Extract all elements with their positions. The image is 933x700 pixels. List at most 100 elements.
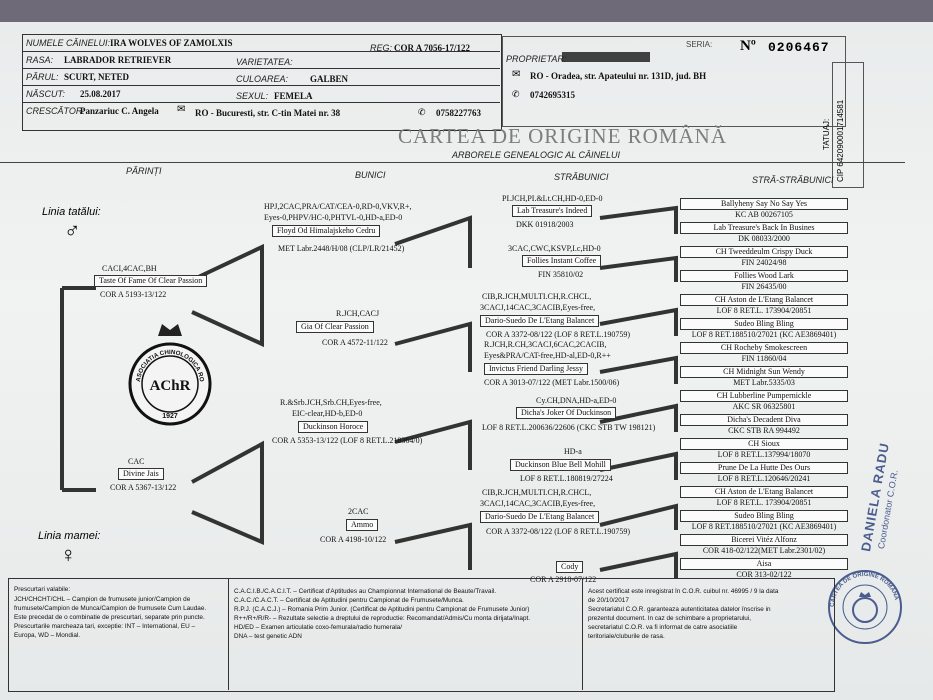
ggg-reg: DK 08033/2000: [738, 234, 790, 243]
ggp-titles: HD-a: [564, 447, 582, 456]
ggg-reg: COR 313-02/122: [736, 570, 792, 579]
column-great-grandparents: STRĂBUNICI: [554, 172, 609, 182]
ggp-titles: CIB,R.JCH,MULTI.CH,R.CHCL,: [482, 292, 592, 301]
ggg-name: CH Aston de L'Etang Balancet: [680, 486, 848, 498]
ggg-name: Aisa: [680, 558, 848, 570]
redacted-owner-name: [562, 52, 650, 62]
breeder-name: Panzariuc C. Angela: [80, 106, 159, 116]
sire-name: Taste Of Fame Of Clear Passion: [94, 275, 208, 287]
grandparent-name: Gia Of Clear Passion: [296, 321, 374, 333]
ggg-name: CH Lubberline Pumpernickle: [680, 390, 848, 402]
ggp-name: Lab Treasure's Indeed: [512, 205, 593, 217]
document-title: CARTEA DE ORIGINE ROMÂNĂ: [398, 124, 727, 148]
phone-icon: ✆: [512, 89, 520, 99]
owner-phone: 0742695315: [530, 90, 575, 100]
legend-line: frumusete/Campion de Munca/Campion de fr…: [14, 605, 207, 612]
ggp-titles: 3CACJ,14CAC,3CACIB,Eyes-free,: [480, 303, 596, 312]
series-label: SERIA:: [686, 40, 713, 49]
grandparent-reg: MET Labr.2448/H/08 (CLP/LR/21452): [278, 244, 405, 253]
official-seal: CARTEA DE ORIGINE ROMÂNĂ: [826, 568, 904, 646]
breed-label: RASA:: [26, 55, 54, 65]
ggp-name: Duckinson Blue Bell Mohill: [510, 459, 611, 471]
grandparent-titles: HPJ,2CAC,PRA/CAT/CEA-0,RD-0,VKV,R+,: [264, 202, 412, 211]
dam-name: Divine Jais: [118, 468, 164, 480]
dog-name-label: NUMELE CÂINELUI:: [26, 38, 111, 48]
ggg-name: Dicha's Decadent Diva: [680, 414, 848, 426]
ggg-name: Bicerei Vitéz Alfonz: [680, 534, 848, 546]
ggg-reg: LOF 8 RET.L.120646/20241: [717, 474, 811, 483]
legend-line: teritoriale/cluburile de rasa.: [588, 633, 665, 640]
ggp-reg: DKK 01918/2003: [516, 220, 574, 229]
seal-ring-text: CARTEA DE ORIGINE ROMÂNĂ: [830, 572, 900, 607]
ggp-reg: COR A 3372-08/122 (LOF 8 RET.L.190759): [486, 330, 631, 339]
ggg-reg: FIN 11860/04: [741, 354, 787, 363]
envelope-icon: ✉: [512, 69, 521, 80]
legend-line: R.P.J. (C.A.C.J.) – Romania Prim Junior.…: [234, 606, 530, 613]
ggp-titles: 3CAC,CWC,KSVP,I.c,HD-0: [508, 244, 601, 253]
ggg-name: CH Midnight Sun Wendy: [680, 366, 848, 378]
svg-text:CARTEA DE ORIGINE ROMÂNĂ: CARTEA DE ORIGINE ROMÂNĂ: [830, 572, 900, 607]
legend-line: prezentul document. In caz de schimbare …: [588, 615, 752, 622]
document-subtitle: ARBORELE GENEALOGIC AL CÂINELUI: [452, 150, 621, 160]
color-value: GALBEN: [310, 74, 349, 84]
ggp-reg: COR A 3013-07/122 (MET Labr.1500/06): [484, 378, 620, 387]
breeder-address: RO - Bucuresti, str. C-tin Matei nr. 38: [195, 108, 341, 118]
dam-reg: COR A 5367-13/122: [110, 483, 177, 492]
grandparent-name: Ammo: [346, 519, 379, 531]
legend-line: DNA – test genetic ADN: [234, 633, 302, 640]
footer-legend-box: [8, 578, 835, 692]
association-logo: ASOCIATIA CHINOLOGICA ROMANA AChR 1927: [125, 313, 212, 428]
ggg-name: Follies Wood Lark: [680, 270, 848, 282]
ggp-titles: Eyes&PRA/CAT-free,HD-al,ED-0,R++: [484, 351, 611, 360]
pedigree-tree-lines: [60, 205, 678, 578]
grandparent-titles: EIC-clear,HD-b,ED-0: [292, 409, 363, 418]
grandparent-reg: COR A 4572-11/122: [322, 338, 388, 347]
grandparent-name: Duckinson Horoce: [298, 421, 369, 433]
ggp-reg: FIN 35810/02: [538, 270, 584, 279]
ggp-reg: LOF 8 RET.L.180819/27224: [520, 474, 613, 483]
ggg-reg: COR 418-02/122(MET Labr.2301/02): [702, 546, 826, 555]
ggg-reg: LOF 8 RET.L.137994/18070: [717, 450, 811, 459]
legend-line: HD/ED – Examen articulatie coxo-femurala…: [234, 624, 403, 631]
dam-line-label: Linia mamei:: [38, 530, 101, 542]
legend-line: R++/R+/R/R- – Rezultate selectie a drept…: [234, 615, 531, 622]
sex-label: SEXUL:: [236, 91, 269, 101]
ggp-reg: COR A 3372-08/122 (LOF 8 RET.L.190759): [486, 527, 631, 536]
envelope-icon: ✉: [177, 104, 186, 115]
sire-line-label: Linia tatălui:: [42, 206, 101, 218]
ggg-name: CH Sioux: [680, 438, 848, 450]
legend-line: C.A.C./C.A.C.T. – Certificat de Aptitudi…: [234, 597, 464, 604]
dog-info-box: [22, 34, 502, 131]
ggg-name: Prune De La Hutte Des Ours: [680, 462, 848, 474]
ggg-reg: LOF 8 RET.188510/27021 (KC AE3869401): [691, 522, 837, 531]
color-label: CULOAREA:: [236, 74, 289, 84]
certificate-number: 0206467: [768, 40, 830, 55]
breeder-phone: 0758227763: [436, 108, 481, 118]
reg-value: COR A 7056-17/122: [394, 43, 471, 53]
grandparent-titles: Eyes-0,PHPV/HC-0,PHTVL-0,HD-a,ED-0: [264, 213, 403, 222]
female-symbol-icon: ♀: [60, 542, 77, 567]
ggg-reg: CKC STB RA 994492: [728, 426, 800, 435]
ggp-name: Dicha's Joker Of Duckinson: [516, 407, 617, 419]
legend-line: Secretariatul C.O.R. garanteaza autentic…: [588, 606, 771, 613]
ggg-reg: LOF 8 RET.L. 173904/20851: [716, 306, 812, 315]
legend-line: JCH/CHCHT/CHL – Campion de frumusete jun…: [14, 596, 191, 603]
ggg-reg: LOF 8 RET.188510/27021 (KC AE3869401): [691, 330, 837, 339]
legend-line: Prescurtarile marcheaza tari, exceptie: …: [14, 623, 196, 630]
ggg-reg: FIN 26435/00: [741, 282, 787, 291]
legend-line: de 20/10/2017: [588, 597, 629, 604]
pedigree-certificate: NUMELE CÂINELUI: IRA WOLVES OF ZAMOLXIS …: [0, 22, 933, 700]
born-label: NĂSCUT:: [26, 89, 65, 99]
born-value: 25.08.2017: [80, 89, 121, 99]
ggg-name: CH Tweeddeulm Crispy Duck: [680, 246, 848, 258]
legend-line: secretariatul C.O.R. va fi informat de c…: [588, 624, 738, 631]
reg-label: REG:: [370, 43, 393, 53]
number-prefix: Nº: [740, 38, 756, 54]
ggp-name: Invictus Friend Darling Jessy: [484, 363, 588, 375]
column-grandparents: BUNICI: [355, 170, 386, 180]
grandparent-titles: R.JCH,CACJ: [336, 309, 380, 318]
grandparent-reg: COR A 4198-10/122: [320, 535, 387, 544]
tattoo-box: [832, 62, 864, 188]
ggp-titles: PI.JCH,PI.&Lt.CH,HD-0,ED-0: [502, 194, 603, 203]
ggp-reg: COR A 2918-07/122: [530, 575, 597, 584]
